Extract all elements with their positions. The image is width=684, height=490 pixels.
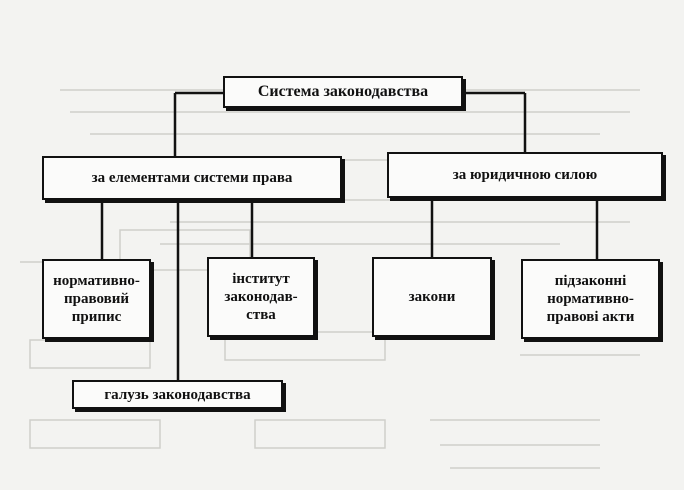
branch-by-legal-force: за юридичною силою xyxy=(387,152,663,198)
root-node: Система законодавства xyxy=(223,76,463,108)
node-laws: закони xyxy=(372,257,492,337)
node-normative-prescription: нормативно- правовий припис xyxy=(42,259,151,339)
branch-by-elements: за елементами системи права xyxy=(42,156,342,200)
node-legislation-branch: галузь законодавства xyxy=(72,380,283,409)
node-legislation-institute: інститут законодав- ства xyxy=(207,257,315,337)
node-bylaws: підзаконні нормативно- правові акти xyxy=(521,259,660,339)
